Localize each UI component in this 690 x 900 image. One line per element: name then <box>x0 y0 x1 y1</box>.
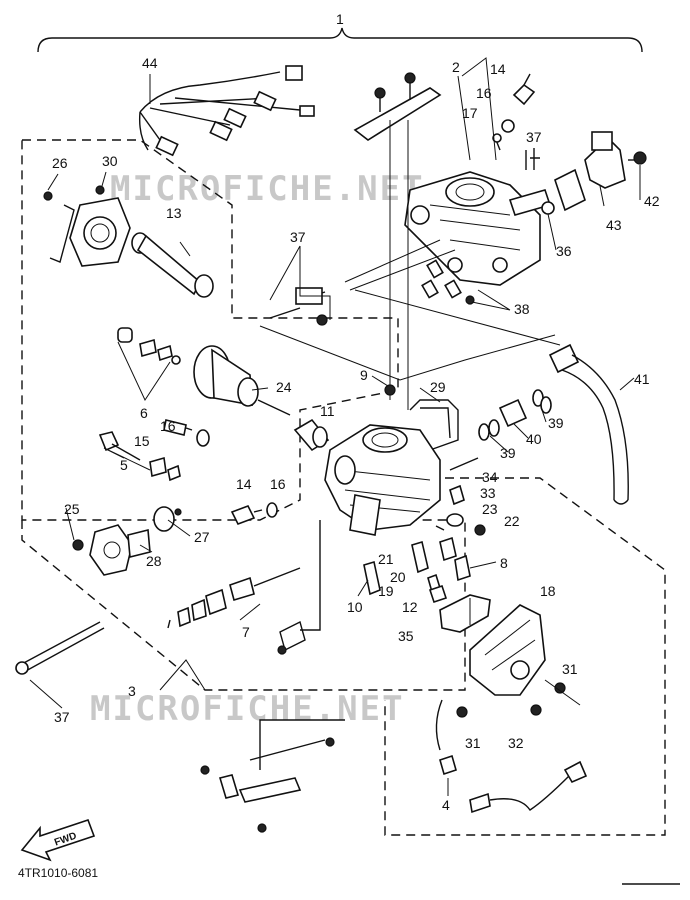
screw-9 <box>384 384 396 396</box>
carburetor-assembly-top <box>404 171 552 286</box>
callout-38: 38 <box>514 301 530 317</box>
diaphragm-piston-24 <box>193 345 291 416</box>
watermark-top: MICROFICHE.NET <box>110 169 425 209</box>
callout-35: 35 <box>398 628 414 644</box>
screw-14-top <box>492 73 536 151</box>
callout-10: 10 <box>347 599 363 615</box>
float-bowl-18 <box>469 604 546 696</box>
callout-22: 22 <box>504 513 520 529</box>
drain-hose-4 <box>435 699 588 814</box>
adjuster-5 <box>98 431 181 482</box>
forward-direction-arrow: FWD <box>20 818 96 862</box>
spring-and-tube <box>131 232 214 298</box>
callout-15: 15 <box>134 433 150 449</box>
needle-set-6 <box>117 327 181 365</box>
small-parts-right <box>446 457 486 536</box>
carburetor-main-body <box>324 424 441 536</box>
callout-25: 25 <box>64 501 80 517</box>
callout-30: 30 <box>102 153 118 169</box>
pilot-set-7 <box>167 567 301 629</box>
callout-19: 19 <box>378 583 394 599</box>
callout-4: 4 <box>442 797 450 813</box>
dashed-outline-right <box>384 477 666 836</box>
cable-bracket <box>200 719 345 833</box>
assembly-brace <box>37 27 643 53</box>
callout-34: 34 <box>482 469 498 485</box>
callout-leaders <box>29 57 641 796</box>
throttle-link-3 <box>15 520 321 675</box>
screw-15 <box>163 419 210 447</box>
callout-16-mid: 16 <box>160 418 176 434</box>
callout-42: 42 <box>644 193 660 209</box>
float-35 <box>439 594 491 633</box>
callout-39-right: 39 <box>548 415 564 431</box>
callout-37-lower: 37 <box>54 709 70 725</box>
callout-29: 29 <box>430 379 446 395</box>
callout-27: 27 <box>194 529 210 545</box>
callout-1: 1 <box>336 11 344 27</box>
callout-11: 11 <box>320 403 335 419</box>
callout-36: 36 <box>556 243 572 259</box>
cover-25 <box>72 506 182 576</box>
callout-2: 2 <box>452 59 460 75</box>
leader-lines <box>259 120 561 410</box>
callout-17: 17 <box>462 105 478 121</box>
diaphragm-cover <box>43 185 131 267</box>
jets-8 <box>435 525 471 582</box>
callout-43: 43 <box>606 217 622 233</box>
top-bracket <box>353 72 442 141</box>
callout-20: 20 <box>390 569 406 585</box>
callout-44: 44 <box>142 55 158 71</box>
callout-16-top: 16 <box>476 85 492 101</box>
watermark-bottom: MICROFICHE.NET <box>90 689 405 729</box>
pipe-29 <box>409 399 459 451</box>
callout-37-mid: 37 <box>290 229 306 245</box>
callout-7: 7 <box>242 624 250 640</box>
callout-21: 21 <box>378 551 394 567</box>
wire-harness <box>138 65 315 157</box>
sleeve-11 <box>293 418 330 452</box>
callout-14-top: 14 <box>490 61 506 77</box>
callout-6: 6 <box>140 405 148 421</box>
callout-37-top: 37 <box>526 129 542 145</box>
callout-31-right: 31 <box>562 661 578 677</box>
callout-33: 33 <box>480 485 496 501</box>
callout-28: 28 <box>146 553 162 569</box>
callout-31-lower: 31 <box>465 735 481 751</box>
callout-40: 40 <box>526 431 542 447</box>
screws-38 <box>421 259 475 305</box>
callout-14-lower: 14 <box>236 476 252 492</box>
fuel-hose <box>548 343 629 505</box>
callout-3: 3 <box>128 683 136 699</box>
callout-24: 24 <box>276 379 292 395</box>
callout-23: 23 <box>482 501 498 517</box>
callout-13: 13 <box>166 205 182 221</box>
callout-26: 26 <box>52 155 68 171</box>
callout-5: 5 <box>120 457 128 473</box>
callout-12: 12 <box>402 599 418 615</box>
callout-labels: 1 2 3 4 5 6 7 8 9 10 11 12 13 14 14 15 1… <box>52 11 660 813</box>
bowl-screws <box>456 679 581 718</box>
float-valve-set <box>363 540 448 604</box>
callout-16-lower: 16 <box>270 476 286 492</box>
callout-32: 32 <box>508 735 524 751</box>
dashed-outline-bottom <box>21 519 466 691</box>
drawing-code: 4TR1010-6081 <box>18 866 99 880</box>
callout-41: 41 <box>634 371 650 387</box>
throttle-bracket <box>541 131 647 215</box>
callout-9: 9 <box>360 367 368 383</box>
callout-18: 18 <box>540 583 556 599</box>
screw-14-lower <box>230 502 278 526</box>
callout-8: 8 <box>500 555 508 571</box>
fitting-40 <box>478 389 552 441</box>
